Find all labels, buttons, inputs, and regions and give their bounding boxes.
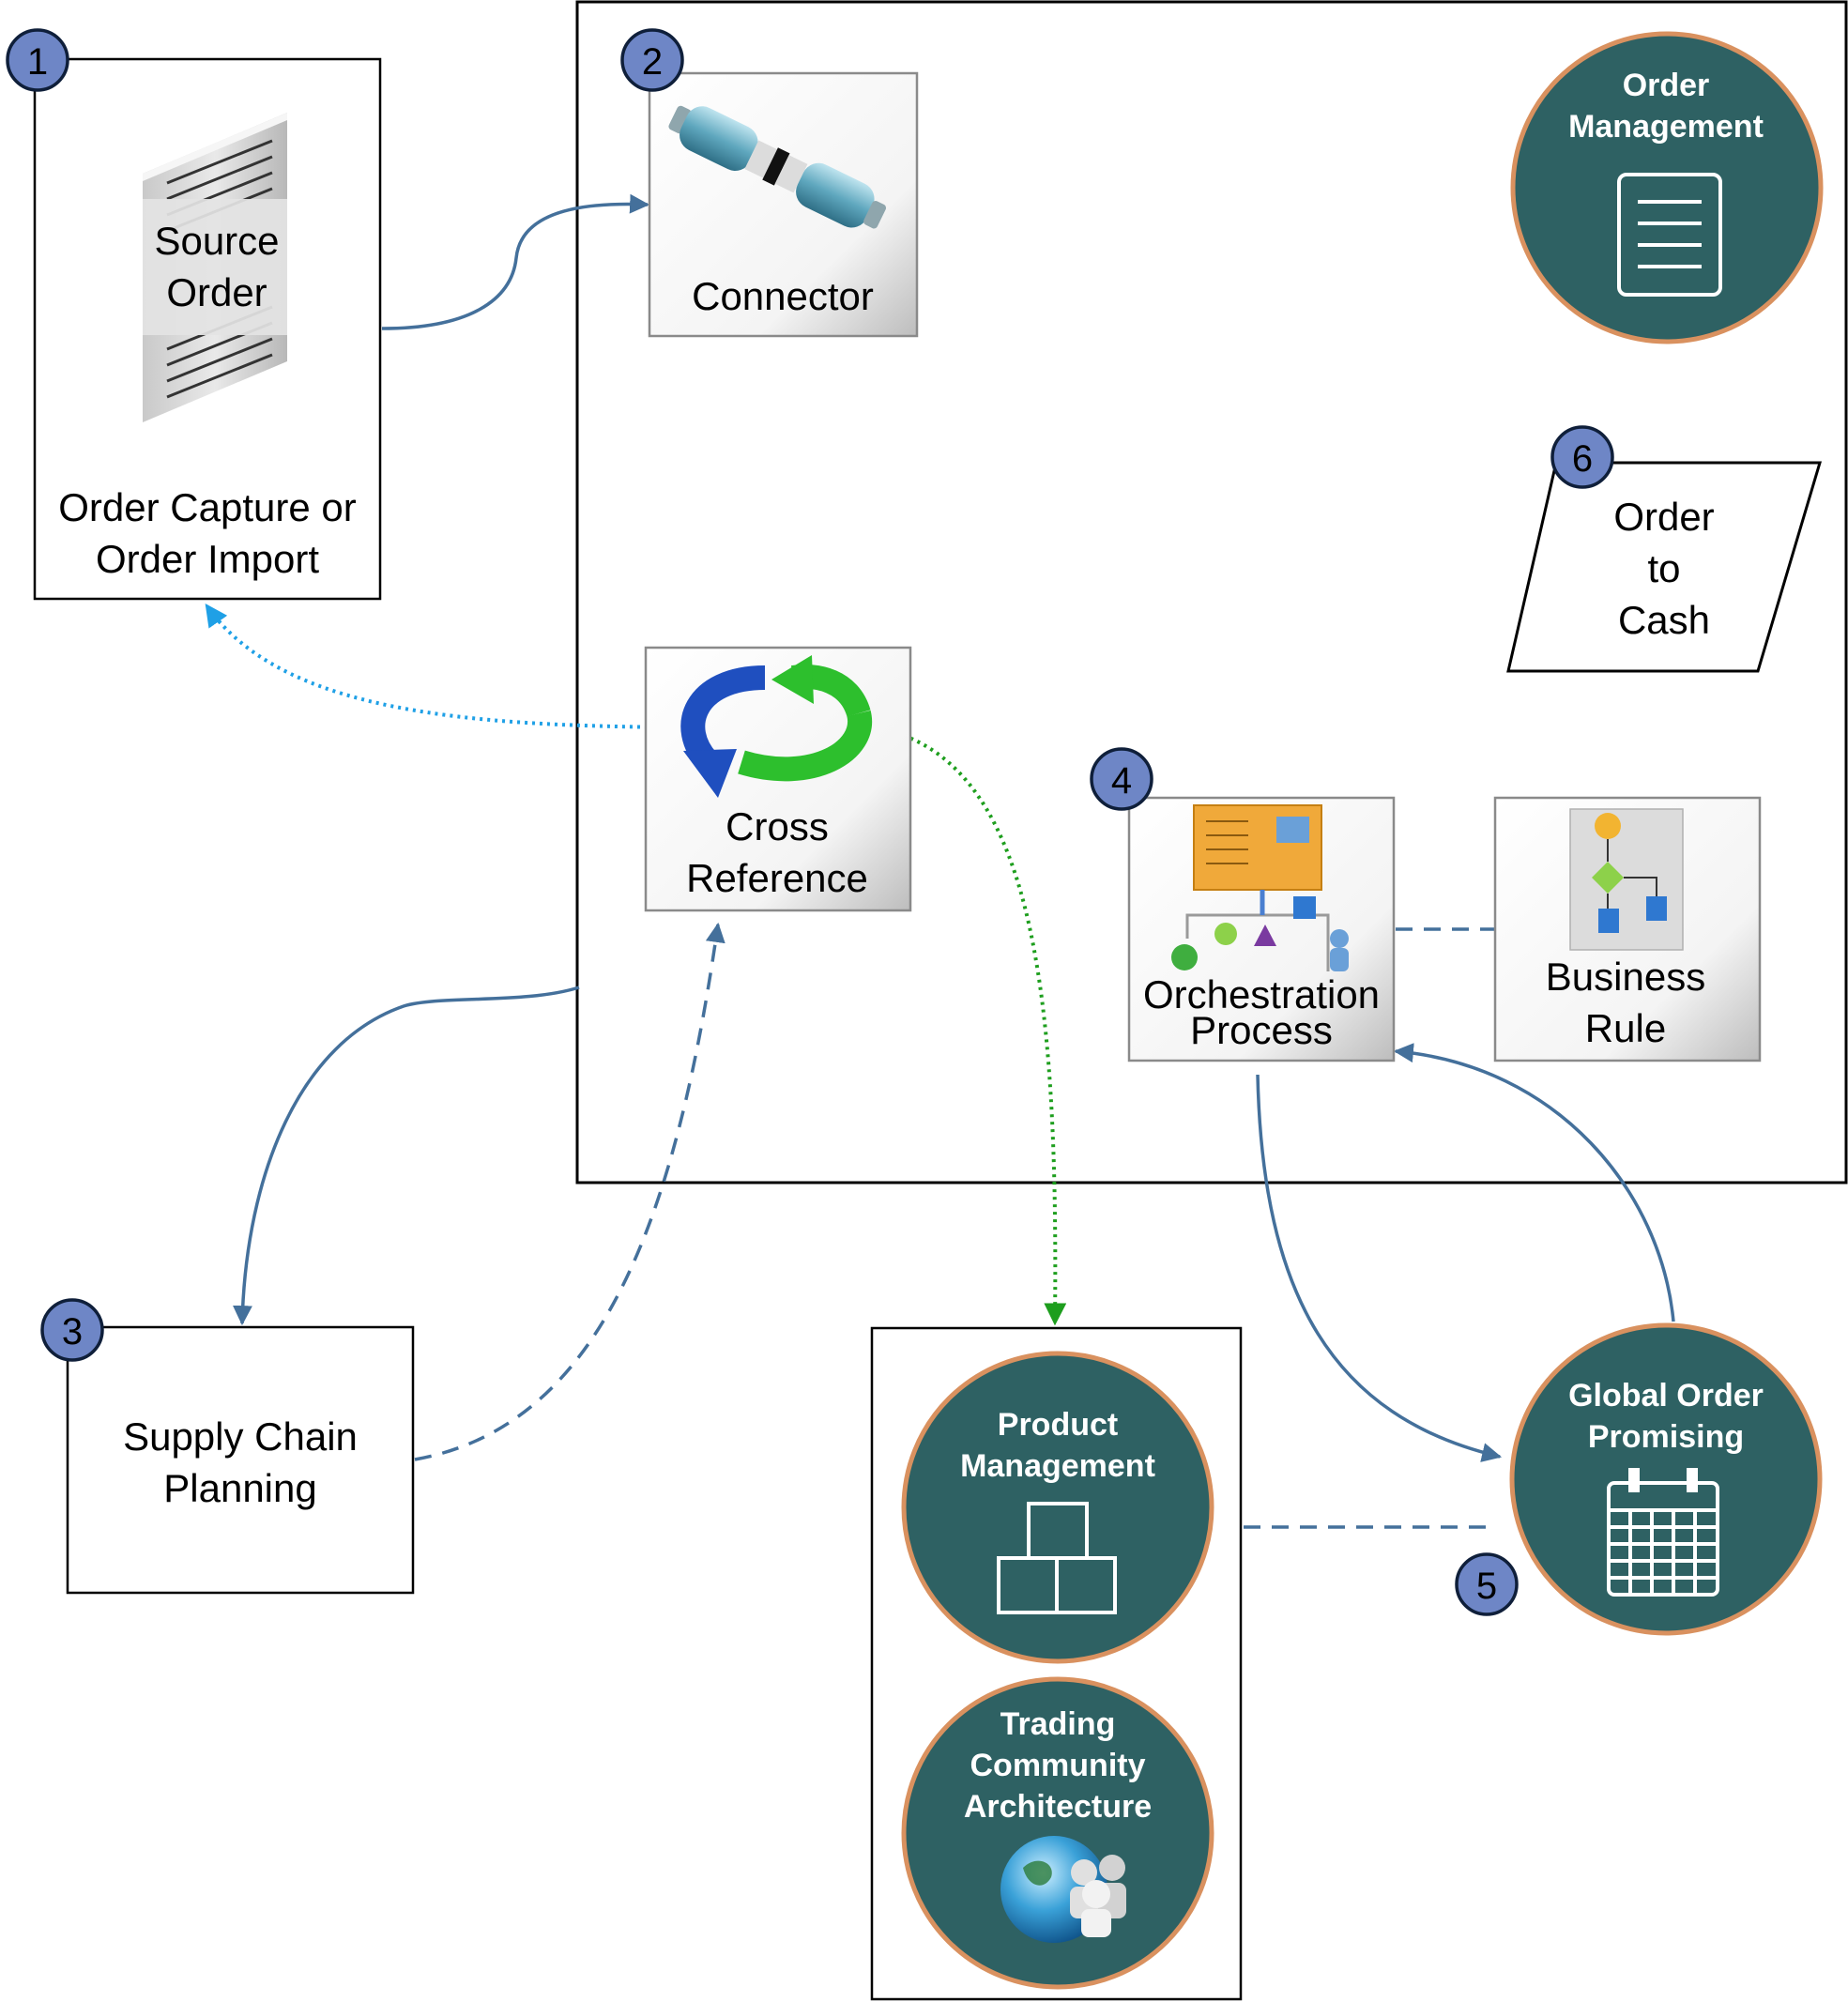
order-capture-label-line1: Order Capture or: [58, 485, 356, 529]
order-to-cash-line2: to: [1647, 546, 1680, 590]
step-badge-1: 1: [6, 28, 69, 92]
order-to-cash-line3: Cash: [1618, 598, 1710, 642]
arrow-gop-to-orchestration: [1393, 1043, 1675, 1322]
supply-chain-label-line1: Supply Chain: [123, 1414, 358, 1459]
step-badge-3-number: 3: [62, 1311, 83, 1352]
document-icon: [1617, 173, 1722, 297]
step-badge-4: 4: [1090, 747, 1153, 811]
business-rule-node: Business Rule: [1493, 796, 1762, 1062]
globe-people-icon: [1000, 1836, 1126, 1943]
trading-community-title-line2: Community: [970, 1748, 1146, 1783]
order-management-node: Order Management: [1510, 31, 1824, 344]
order-to-cash-line1: Order: [1613, 495, 1714, 539]
cross-reference-label-line2: Reference: [686, 856, 868, 900]
arrow-crossref-to-capture: [205, 604, 680, 739]
arrow-system-to-scp: [232, 986, 580, 1326]
arrow-capture-to-connector: [381, 193, 650, 330]
step-badge-6: 6: [1550, 425, 1614, 489]
step-badge-4-number: 4: [1111, 760, 1132, 802]
orchestration-label-line1: Orchestration: [1143, 972, 1380, 1016]
business-rule-label-line1: Business: [1546, 955, 1705, 999]
source-order-label-line1: Source: [154, 219, 279, 263]
business-rule-label-line2: Rule: [1585, 1006, 1666, 1050]
step-badge-2-number: 2: [642, 41, 663, 83]
rule-flow-icon: [1569, 808, 1684, 951]
calendar-icon: [1607, 1468, 1719, 1597]
dashed-scp-to-crossref: [414, 922, 725, 1461]
sync-arrows-icon: [680, 655, 873, 798]
step-badge-5: 5: [1455, 1552, 1519, 1616]
supply-chain-planning-node: Supply Chain Planning: [66, 1325, 415, 1595]
cross-reference-node: Cross Reference: [644, 646, 912, 912]
boxes-icon: [997, 1502, 1117, 1614]
product-management-title-line2: Management: [960, 1448, 1155, 1484]
product-management-node: Product Management: [901, 1351, 1214, 1664]
gop-title-line1: Global Order: [1568, 1378, 1764, 1414]
trading-community-title-line3: Architecture: [964, 1789, 1152, 1825]
order-capture-node: Source Order Order Capture or Order Impo…: [33, 57, 382, 601]
arrow-orchestration-to-gop: [1256, 1074, 1503, 1462]
order-management-title-line2: Management: [1568, 109, 1764, 145]
step-badge-2: 2: [620, 28, 684, 92]
order-management-title-line1: Order: [1623, 68, 1710, 103]
orchestration-label-line2: Process: [1190, 1008, 1333, 1052]
step-badge-1-number: 1: [27, 41, 48, 83]
product-management-title-line1: Product: [998, 1407, 1118, 1443]
connector-plug-icon: [668, 105, 887, 229]
step-badge-3: 3: [40, 1298, 104, 1362]
order-to-cash-node: Order to Cash: [1506, 461, 1823, 673]
supply-chain-label-line2: Planning: [163, 1466, 316, 1510]
step-badge-6-number: 6: [1572, 438, 1593, 480]
order-capture-label-line2: Order Import: [96, 537, 319, 581]
cross-reference-label-line1: Cross: [725, 804, 829, 848]
trading-community-node: Trading Community Architecture: [901, 1676, 1214, 1990]
trading-community-title-line1: Trading: [1000, 1706, 1116, 1742]
main-system-frame: [575, 0, 1848, 1184]
global-order-promising-node: Global Order Promising: [1509, 1322, 1823, 1636]
process-flow-icon: [1171, 804, 1349, 971]
step-badge-5-number: 5: [1476, 1566, 1497, 1607]
gop-title-line2: Promising: [1588, 1419, 1744, 1455]
source-order-document-icon: Source Order: [143, 113, 287, 422]
connector-node: Connector: [648, 71, 919, 338]
source-order-label-line2: Order: [166, 270, 267, 314]
connector-label: Connector: [692, 274, 874, 318]
orchestration-process-node: Orchestration Process: [1127, 796, 1396, 1062]
